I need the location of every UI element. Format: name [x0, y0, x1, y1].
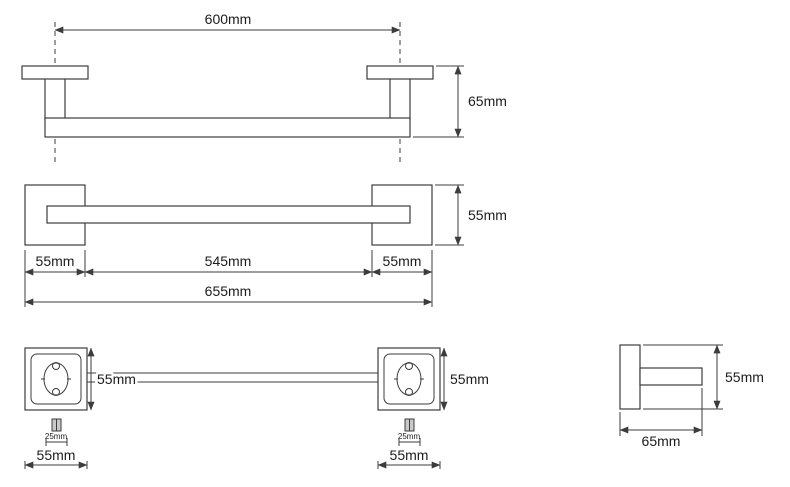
- bar-post-right-top: [389, 77, 411, 121]
- dim-label-55mm-left: 55mm: [36, 253, 75, 269]
- plate-left-screw-hole-bottom: [52, 388, 60, 396]
- wall-mount-right-top: [366, 65, 434, 80]
- top-view: 600mm 65mm: [21, 11, 507, 162]
- towel-bar-top: [44, 117, 411, 138]
- mounting-plates-view: 55mm 25mm 55mm 55mm 25mm: [24, 347, 491, 469]
- front-view: 55mm 55mm 545mm 55mm 655mm: [24, 184, 507, 307]
- plate-left-inner: [30, 353, 82, 405]
- bar-post-left-top: [44, 77, 66, 121]
- plate-right-inner: [383, 353, 435, 405]
- dim-label-25mm-right-screw: 25mm: [398, 432, 421, 441]
- dim-label-55mm-plate-left-width: 55mm: [37, 447, 76, 463]
- dim-label-55mm-side-height: 55mm: [725, 369, 764, 385]
- plate-right-screw-hole-top: [405, 362, 413, 370]
- dim-label-655mm: 655mm: [205, 283, 252, 299]
- dim-label-55mm-front-height: 55mm: [468, 207, 507, 223]
- dim-label-55mm-plate-right-height: 55mm: [450, 371, 489, 387]
- wall-mount-left-top: [21, 65, 89, 80]
- plate-right-outline: [377, 347, 441, 411]
- dim-label-55mm-right: 55mm: [383, 253, 422, 269]
- dim-label-545mm: 545mm: [205, 253, 252, 269]
- mount-plate-side: [619, 344, 641, 410]
- dim-label-55mm-plate-right-width: 55mm: [390, 447, 429, 463]
- side-view: 55mm 65mm: [619, 344, 764, 449]
- dim-label-65mm-top: 65mm: [468, 93, 507, 109]
- plate-right: 55mm 25mm 55mm: [377, 347, 491, 469]
- dim-label-55mm-plate-left-height: 55mm: [97, 371, 136, 387]
- plate-left: 55mm 25mm 55mm: [24, 347, 138, 469]
- plate-left-screw-hole-top: [52, 362, 60, 370]
- plate-left-outline: [24, 347, 88, 411]
- towel-bar-side: [639, 367, 703, 386]
- plate-right-screw-hole-bottom: [405, 388, 413, 396]
- dim-label-25mm-left-screw: 25mm: [45, 432, 68, 441]
- dim-label-600mm: 600mm: [205, 11, 252, 27]
- towel-bar-front: [46, 205, 411, 224]
- dim-label-65mm-side-depth: 65mm: [642, 433, 681, 449]
